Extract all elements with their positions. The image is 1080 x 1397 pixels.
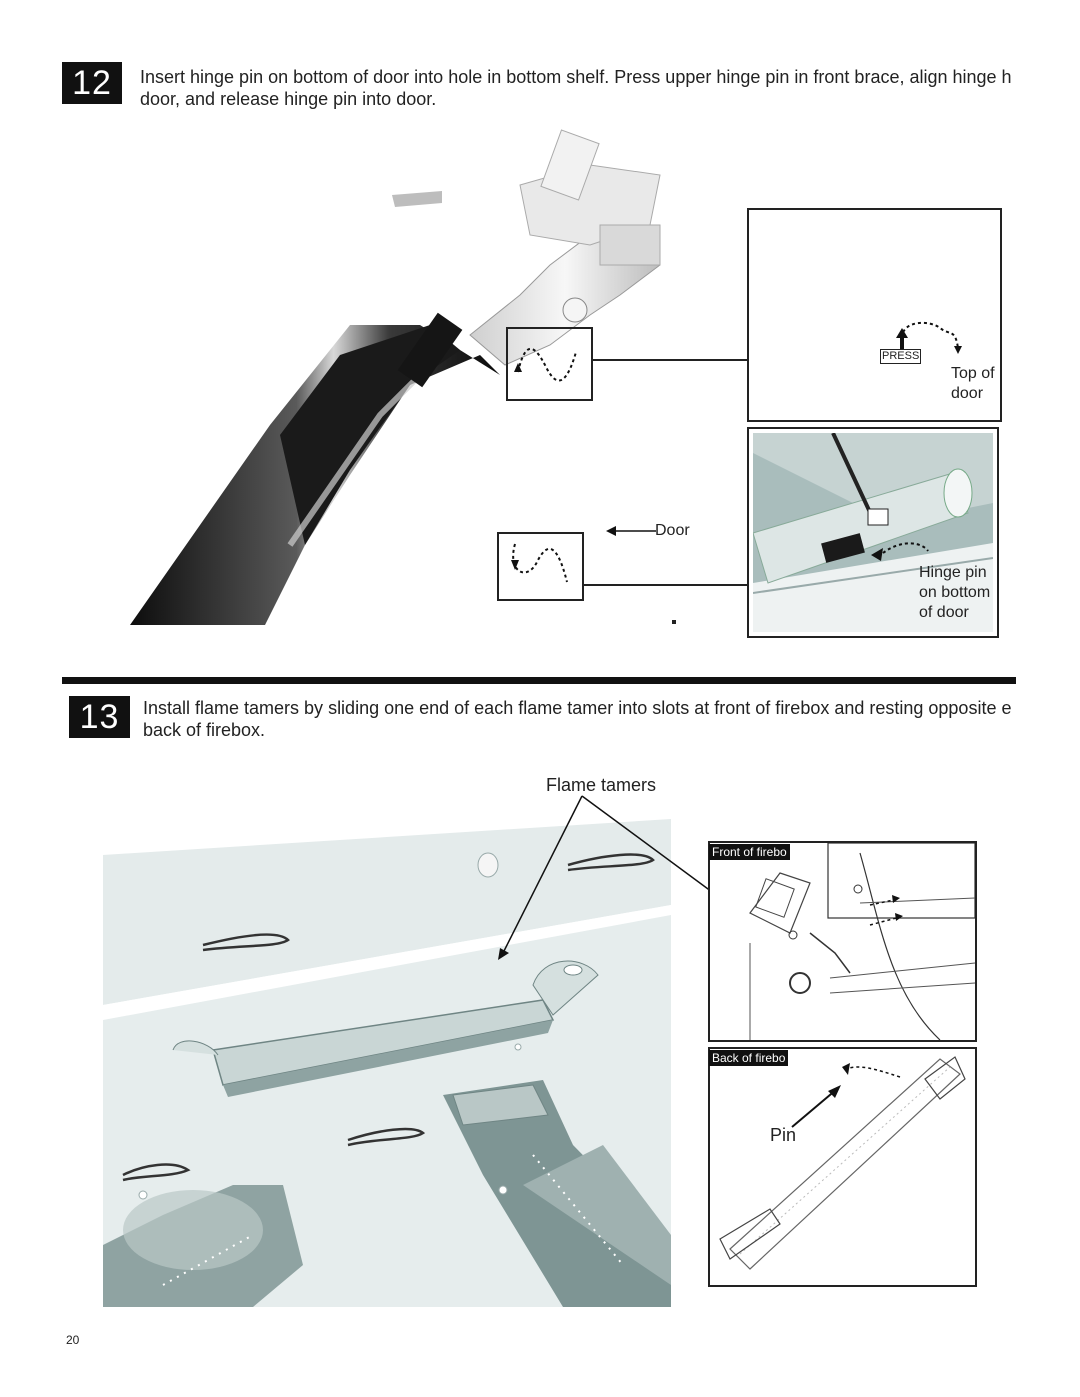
firebox-illustration	[103, 815, 671, 1307]
top-of-door-label-2: door	[951, 385, 984, 402]
step-13-instruction-line-2: back of firebox.	[143, 720, 266, 740]
hinge-pin-label-3: of door	[919, 604, 969, 621]
front-of-firebox-tag: Front of firebo	[709, 844, 790, 860]
page-number: 20	[66, 1333, 80, 1347]
leader-line-bottom	[584, 584, 749, 586]
door-pin-detail-box	[497, 532, 584, 601]
step-12-instruction-line-2: door, and release hinge pin into door.	[140, 89, 437, 109]
step-12-number: 12	[62, 62, 122, 104]
pin-label: Pin	[770, 1125, 797, 1145]
top-of-door-panel	[747, 208, 1002, 422]
door-pin-arrow-detail	[511, 543, 568, 583]
door-arrow-icon	[606, 526, 656, 536]
door-hinge-illustration	[130, 129, 676, 625]
hinge-detail-box	[506, 327, 593, 401]
hinge-pin-label-2: on bottom	[919, 584, 991, 601]
press-arrow-icon	[896, 321, 962, 354]
hinge-arrow-detail	[514, 347, 577, 382]
step-12-instruction-line-1: Insert hinge pin on bottom of door into …	[140, 67, 1012, 87]
section-divider	[62, 677, 1016, 684]
door-label: Door	[655, 522, 690, 539]
press-label: PRESS	[880, 349, 922, 364]
hinge-pin-label-1: Hinge pin	[919, 564, 987, 581]
front-of-firebox-illustration	[749, 843, 975, 1040]
front-of-firebox-panel	[708, 841, 977, 1042]
back-of-firebox-tag: Back of firebo	[709, 1050, 789, 1066]
top-of-door-label-1: Top of	[951, 365, 995, 382]
leader-line-top	[593, 359, 749, 361]
step-13-number: 13	[69, 696, 130, 738]
step-13-instruction-line-1: Install flame tamers by sliding one end …	[143, 698, 1012, 718]
back-of-firebox-illustration	[719, 1056, 966, 1270]
flame-tamers-label: Flame tamers	[546, 775, 657, 795]
hinge-pin-illustration	[753, 433, 993, 632]
back-of-firebox-panel	[708, 1047, 977, 1287]
